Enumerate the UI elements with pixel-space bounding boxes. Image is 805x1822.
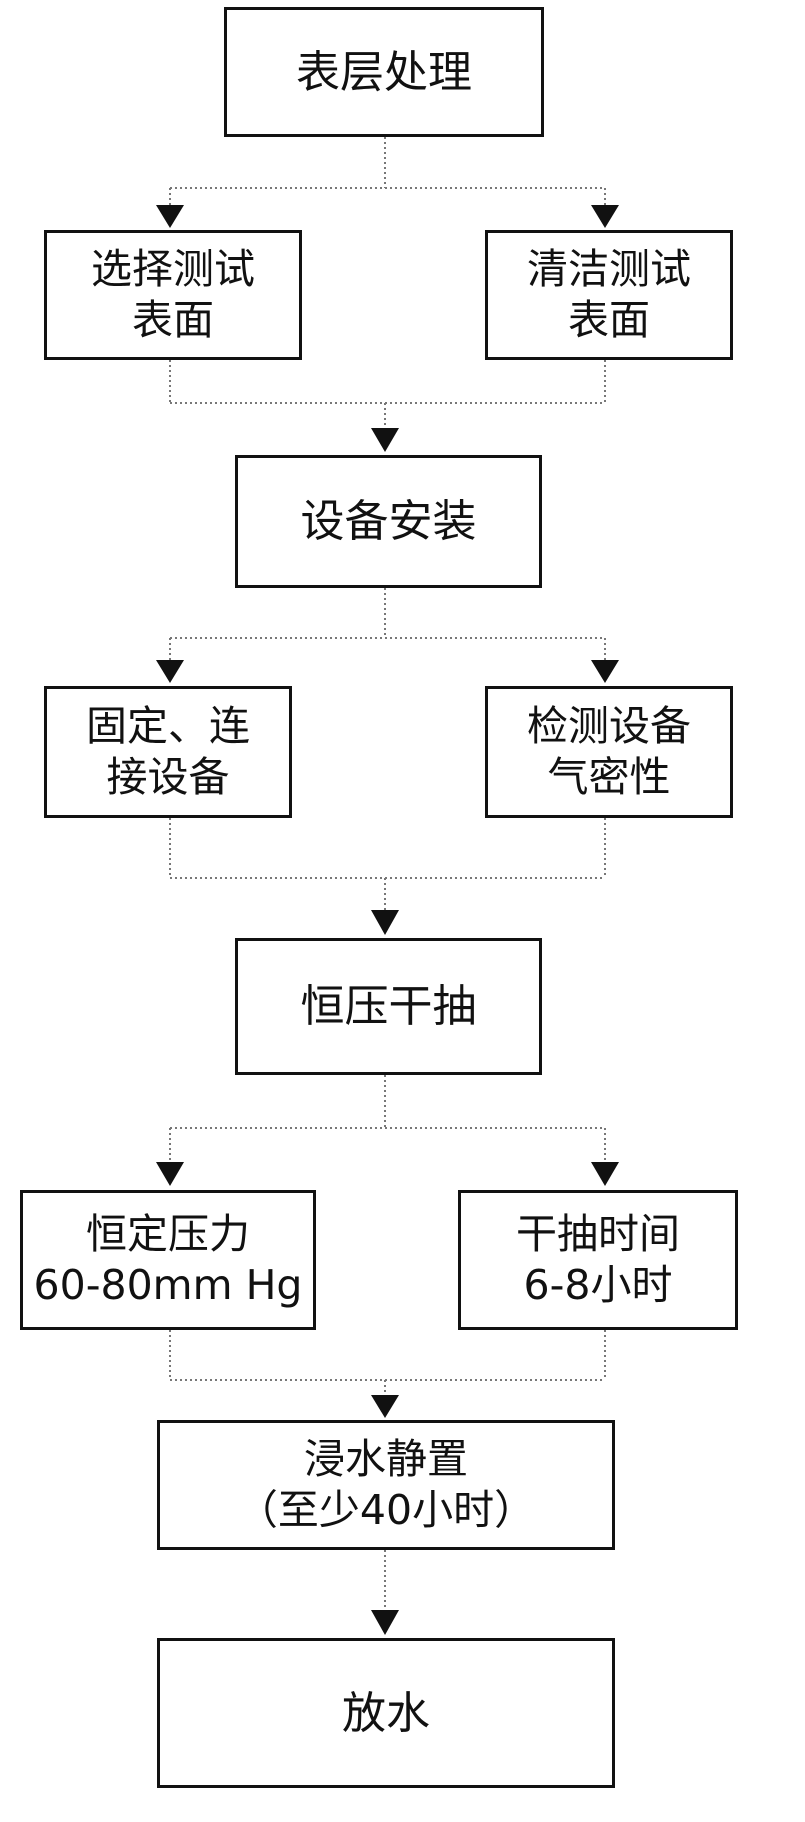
arrow-head: [371, 1610, 399, 1635]
step-label-line2: 表面: [568, 296, 650, 344]
arrow-head: [156, 205, 184, 228]
arrow-head: [371, 1395, 399, 1418]
step-label-line2: 6-8小时: [523, 1261, 673, 1309]
step-label-line2: （至少40小时）: [236, 1486, 536, 1534]
step-clean-test-surface: 清洁测试 表面: [485, 230, 733, 360]
arrow-head: [371, 910, 399, 935]
step-dry-time: 干抽时间 6-8小时: [458, 1190, 738, 1330]
step-label: 表层处理: [296, 46, 472, 98]
arrow-head: [371, 428, 399, 452]
step-label-line1: 清洁测试: [527, 244, 691, 293]
step-constant-pressure: 恒定压力 60-80mm Hg: [20, 1190, 316, 1330]
arrow-head: [591, 660, 619, 683]
step-constant-pressure-dry: 恒压干抽: [235, 938, 542, 1075]
step-label-line2: 表面: [132, 296, 214, 344]
step-label-line1: 检测设备: [527, 701, 691, 750]
arrow-head: [591, 205, 619, 228]
step-label-line2: 接设备: [106, 753, 230, 801]
step-label: 设备安装: [300, 496, 477, 547]
step-equipment-install: 设备安装: [235, 455, 542, 588]
step-label-line2: 60-80mm Hg: [33, 1261, 303, 1309]
step-surface-treatment: 表层处理: [224, 7, 544, 137]
step-drain: 放水: [157, 1638, 615, 1788]
step-check-airtightness: 检测设备 气密性: [485, 686, 733, 818]
step-label-line2: 气密性: [547, 753, 671, 801]
arrow-head: [591, 1162, 619, 1186]
step-select-test-surface: 选择测试 表面: [44, 230, 302, 360]
step-fix-connect-equipment: 固定、连 接设备: [44, 686, 292, 818]
step-label: 恒压干抽: [300, 981, 477, 1032]
step-label-line1: 恒定压力: [86, 1209, 250, 1258]
step-label-line1: 固定、连: [86, 701, 250, 750]
step-label-line1: 浸水静置: [304, 1434, 468, 1483]
step-label-line1: 干抽时间: [516, 1209, 680, 1258]
step-immersion: 浸水静置 （至少40小时）: [157, 1420, 615, 1550]
step-label: 放水: [342, 1687, 430, 1739]
arrow-head: [156, 1162, 184, 1186]
step-label-line1: 选择测试: [91, 244, 255, 293]
arrow-head: [156, 660, 184, 683]
